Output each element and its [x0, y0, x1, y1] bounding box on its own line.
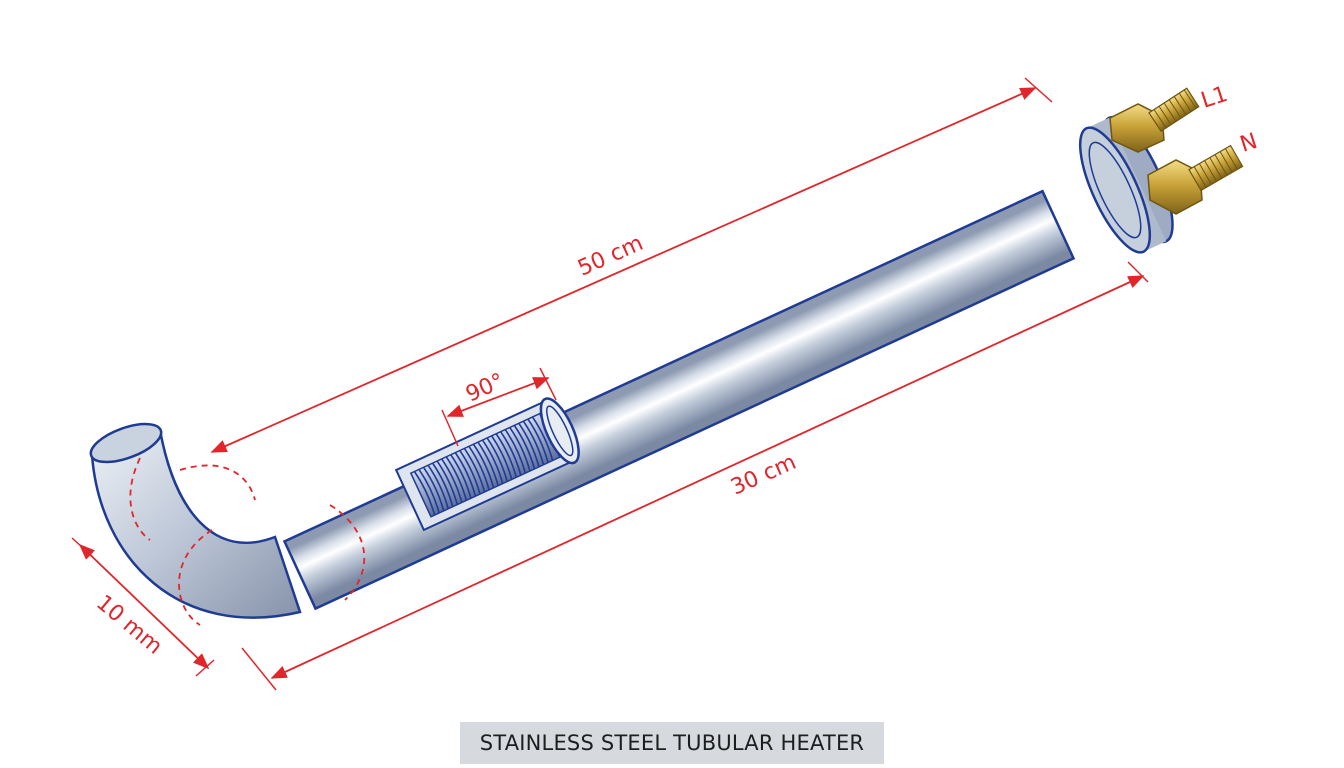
diagram-caption: STAINLESS STEEL TUBULAR HEATER: [460, 722, 884, 764]
terminal-n: [1147, 144, 1244, 215]
straight-length-label: 30 cm: [727, 450, 800, 501]
bend-angle-label: 90°: [462, 369, 508, 408]
overall-length-label: 50 cm: [574, 231, 647, 282]
dimension-bend-angle: [441, 367, 557, 447]
terminal-l1-label: L1: [1198, 82, 1231, 114]
heater-tube: [89, 115, 1174, 626]
flange: [1078, 115, 1174, 254]
dimension-straight-length: [241, 261, 1149, 691]
terminal-l1: [1109, 87, 1200, 153]
diameter-label: 10 mm: [91, 590, 167, 659]
dimension-diameter: [71, 537, 215, 677]
terminal-n-label: N: [1237, 129, 1260, 158]
tube-end-cap: [89, 422, 163, 464]
